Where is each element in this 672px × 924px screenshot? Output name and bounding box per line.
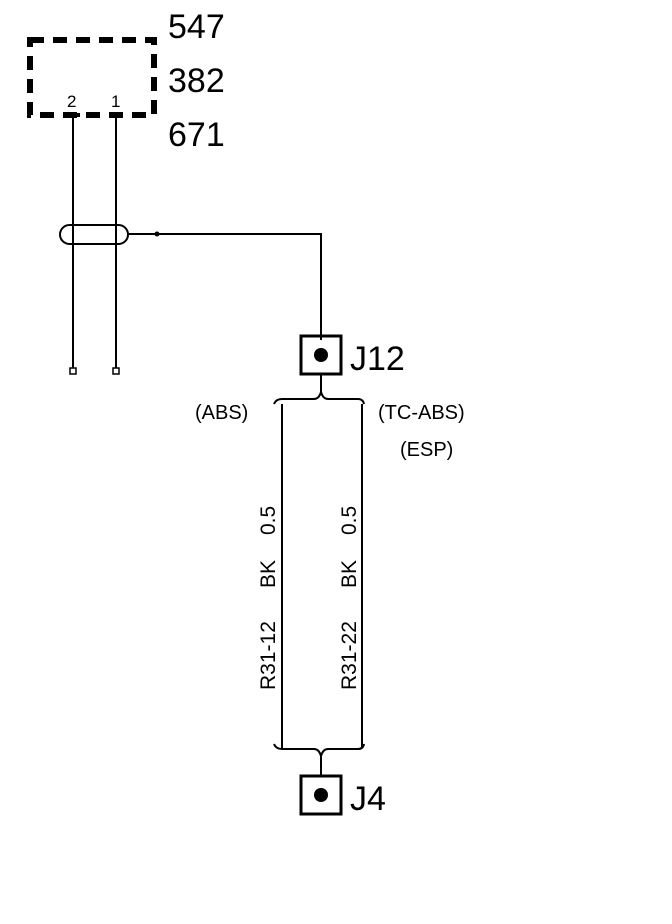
variant-tc-abs-label: (TC-ABS): [378, 402, 465, 424]
bottom-brace: [273, 743, 365, 760]
pin-label-1: 1: [111, 92, 120, 111]
component-ref-3: 671: [168, 116, 225, 154]
wire-1-circuit: R31-12: [257, 621, 280, 690]
drain-wire-node: [154, 231, 160, 237]
wire-1-gauge: 0.5: [257, 506, 280, 535]
component-ref-2: 382: [168, 62, 225, 100]
junction-j12-label: J12: [350, 340, 405, 378]
junction-j12-dot: [314, 348, 328, 362]
top-brace: [273, 388, 365, 405]
pin-1-terminal: [112, 367, 120, 375]
junction-j4-dot: [314, 788, 328, 802]
component-ref-1: 547: [168, 8, 225, 46]
junction-j4-box: [299, 774, 343, 816]
pin-label-2: 2: [67, 92, 76, 111]
junction-j4-label: J4: [350, 780, 386, 818]
pin-2-terminal: [69, 367, 77, 375]
shield-capsule: [59, 224, 129, 245]
variant-abs-label: (ABS): [195, 402, 248, 424]
wire-2-circuit: R31-22: [338, 621, 361, 690]
drain-wire: [128, 233, 322, 340]
wire-1-color: BK: [257, 560, 280, 588]
component-box: [27, 37, 157, 118]
wire-2-gauge: 0.5: [338, 506, 361, 535]
variant-esp-label: (ESP): [400, 439, 453, 461]
wire-2-color: BK: [338, 560, 361, 588]
